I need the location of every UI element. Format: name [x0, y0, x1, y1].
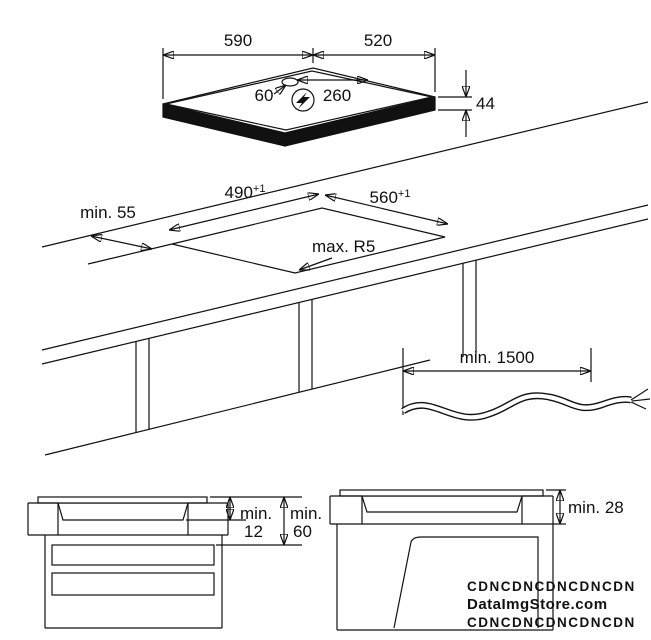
dim-gap1-value: 12: [244, 522, 263, 541]
dim-cutout-width-label: 560+1: [370, 188, 411, 207]
drawer-clearance-section: min. 12 min. 60: [27, 496, 322, 629]
dim-cutout-depth-value: 490: [225, 183, 253, 202]
gland-offset-leader: [273, 85, 286, 94]
dim-edge-clearance-arrow: [91, 236, 152, 249]
hob-glass-section: [339, 489, 544, 497]
watermark: CDNCDNCDNCDNCDN DataImgStore.com CDNCDNC…: [467, 579, 636, 630]
corner-radius-leader: [299, 257, 333, 270]
dim-gap1-min-label: min.: [240, 504, 272, 523]
dim-gap2-min-label: min.: [290, 504, 322, 523]
dim-edge-clearance-label: min. 55: [80, 203, 136, 222]
watermark-line2: DataImgStore.com: [467, 596, 608, 613]
cable-gland: [281, 77, 299, 87]
dim-depth-label: 520: [364, 31, 392, 50]
cable-wire-end: [631, 398, 651, 402]
dim-cable-length-label: min. 1500: [460, 348, 535, 367]
lightning-bolt-icon: [296, 92, 310, 109]
ext-line: [87, 243, 173, 265]
mains-cable: min. 1500: [401, 348, 651, 421]
hob-isometric-view: 590 520 44 60 260: [162, 31, 495, 147]
dim-cutout-width-tolerance: +1: [398, 188, 411, 200]
dim-width-label: 590: [224, 31, 252, 50]
worktop-front-edge: [41, 204, 649, 351]
dim-cutout-width-value: 560: [370, 188, 398, 207]
dim-oven-clearance-label: min. 28: [568, 498, 624, 517]
dim-cutout-depth-label: 490+1: [225, 183, 266, 202]
hob-glass-section: [37, 496, 208, 504]
dim-cutout-depth-arrow: [169, 194, 319, 230]
hob-body-section: [57, 502, 189, 521]
dim-cutout-depth-tolerance: +1: [253, 183, 266, 195]
watermark-line1: CDNCDNCDNCDNCDN: [467, 579, 636, 594]
dim-cutout-width-arrow: [325, 195, 448, 224]
worktop-back-edge: [41, 101, 649, 248]
dim-gap2-value: 60: [293, 522, 312, 541]
hob-glass-edge: [165, 70, 433, 131]
corner-radius-label: max. R5: [312, 237, 375, 256]
gland-offset-label: 60: [255, 86, 274, 105]
cable-span-label: 260: [323, 86, 351, 105]
worktop-front-edge-thickness: [41, 218, 649, 365]
dim-height-label: 44: [476, 94, 495, 113]
oven-clearance-section: min. 28: [329, 489, 624, 631]
cable-wire-end: [630, 401, 647, 410]
worktop-cutout-view: 490+1 560+1 min. 55 max. R5: [41, 101, 649, 456]
oven-outline: [393, 536, 539, 629]
drawer-front: [51, 572, 215, 596]
watermark-line3: CDNCDNCDNCDNCDN: [467, 615, 636, 630]
cable-core: [401, 393, 632, 420]
floor-line: [44, 359, 431, 456]
hob-body-section: [361, 495, 523, 513]
drawer-front: [51, 544, 215, 566]
cable-wire-end: [630, 388, 649, 401]
